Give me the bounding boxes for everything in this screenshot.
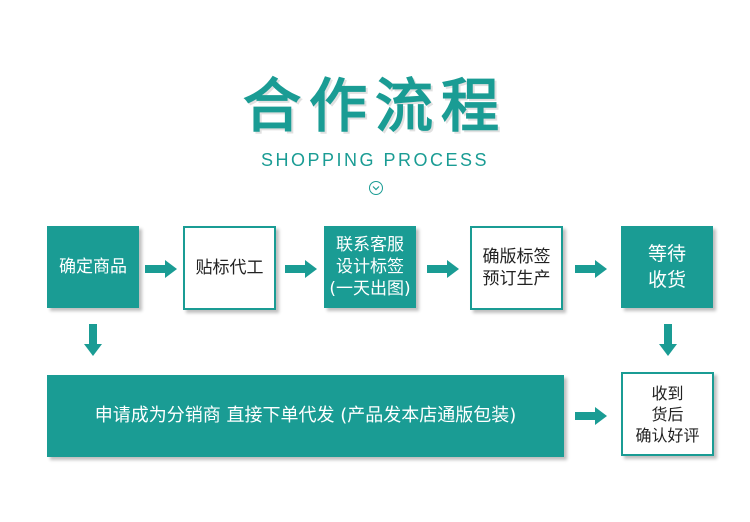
arrow-right-icon <box>285 260 317 278</box>
step-confirm-production: 确版标签 预订生产 <box>470 226 563 310</box>
step-distributor: 申请成为分销商 直接下单代发 (产品发本店通版包装) <box>47 375 564 457</box>
page-title: 合作流程 <box>242 72 507 140</box>
step-receive-review: 收到 货后 确认好评 <box>621 372 714 456</box>
page-subtitle: SHOPPING PROCESS <box>260 150 490 170</box>
step-label-oem: 贴标代工 <box>183 226 276 310</box>
arrow-down-icon <box>659 324 677 356</box>
arrow-right-icon <box>145 260 177 278</box>
arrow-right-icon <box>427 260 459 278</box>
arrow-right-icon <box>575 260 607 278</box>
step-wait-delivery: 等待 收货 <box>621 226 713 308</box>
step-contact-service: 联系客服 设计标签 (一天出图) <box>324 226 416 308</box>
arrow-right-icon <box>575 407 607 425</box>
chevron-down-circle-icon <box>369 181 383 195</box>
arrow-down-icon <box>84 324 102 356</box>
step-confirm-goods: 确定商品 <box>47 226 139 308</box>
